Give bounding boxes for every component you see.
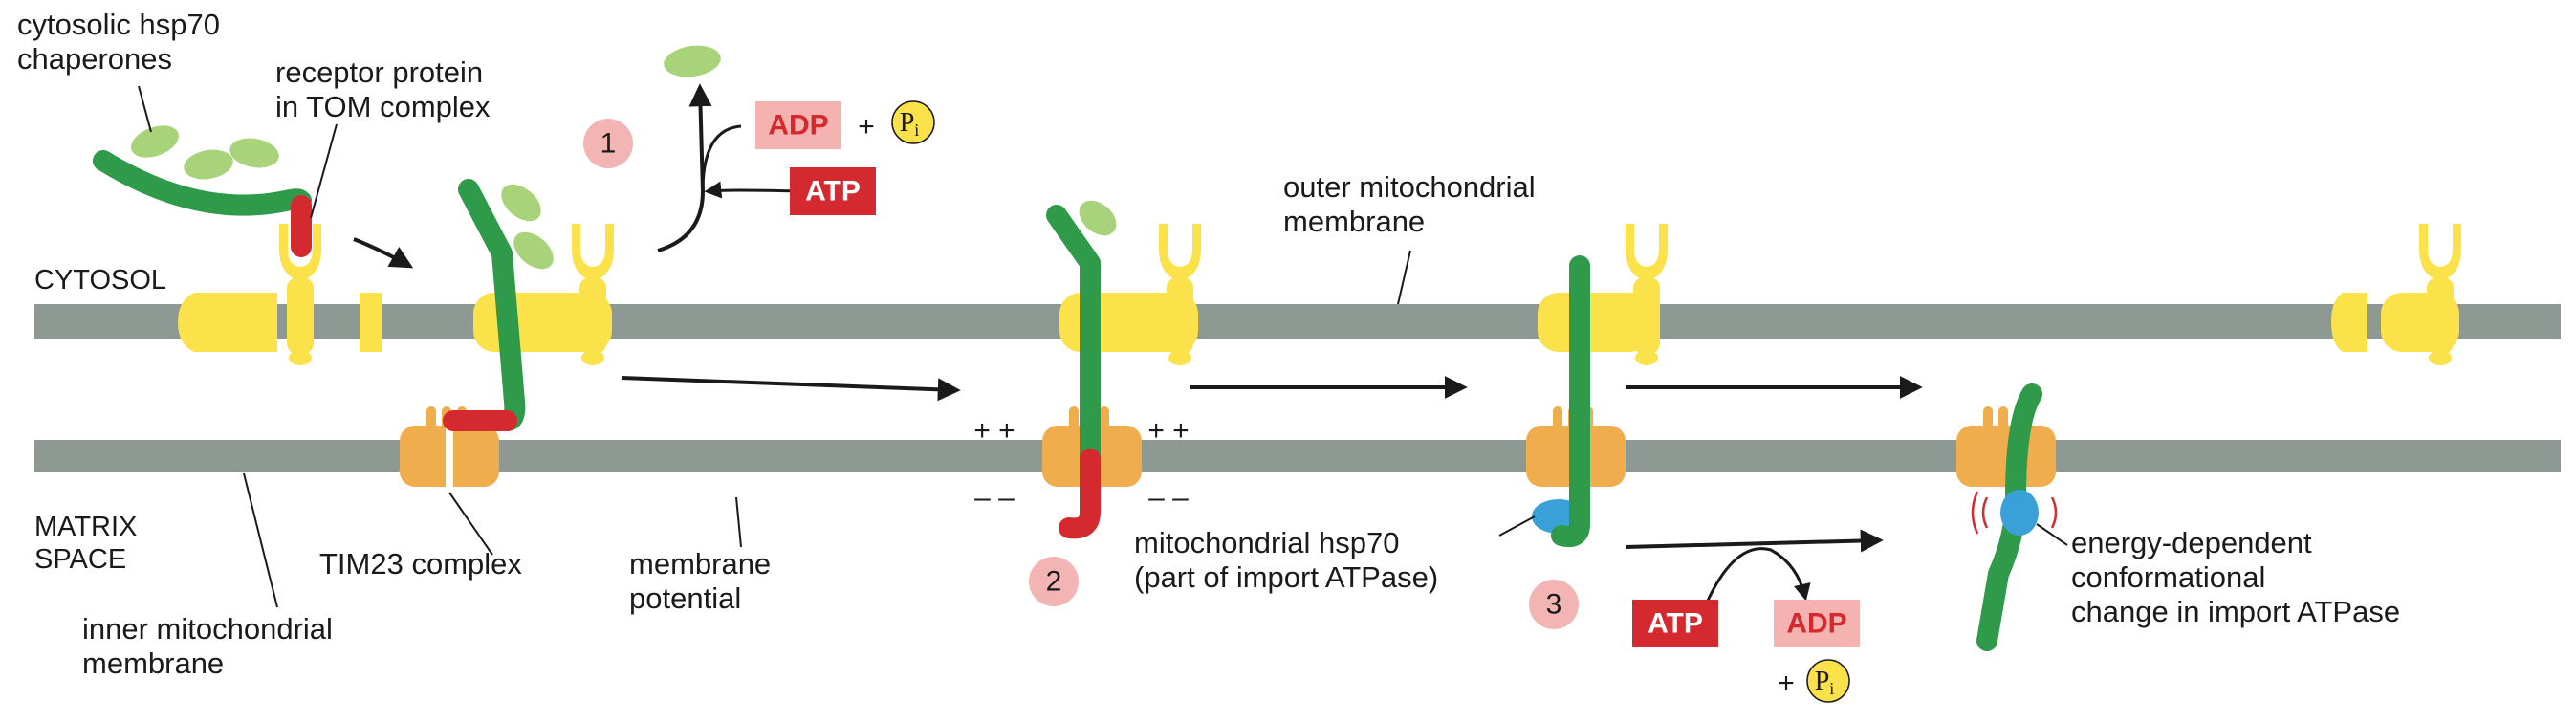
pointer-energy — [2036, 523, 2068, 546]
plus-sign: + — [1778, 668, 1795, 699]
chaperone — [501, 184, 541, 222]
arrow-bind — [353, 237, 414, 269]
mitochondrial-hsp70-changed — [2000, 490, 2039, 536]
label-membrane-potential: membrane potential — [629, 547, 779, 615]
label-inner-membrane: inner mitochondrial membrane — [82, 612, 341, 680]
adp-box — [1774, 600, 1860, 647]
precursor-chain — [1551, 255, 1590, 548]
step-2-marker: 2 — [1029, 557, 1079, 606]
pointer-tim23 — [448, 492, 493, 556]
chaperone — [229, 138, 279, 168]
label-matrix-space: MATRIX SPACE — [34, 512, 144, 575]
signal-sequence — [1059, 449, 1101, 539]
atp-label: ATP — [805, 176, 861, 208]
pi-circle — [1806, 659, 1850, 703]
arrow-release — [657, 83, 712, 252]
charges-positive-left: + + — [973, 415, 1015, 447]
tim23-gap — [446, 416, 453, 493]
label-tim23-complex: TIM23 complex — [319, 547, 522, 581]
tom-barrel-left — [178, 293, 277, 352]
pi-letter: Pi — [900, 108, 920, 141]
pointer-mito-hsp70 — [1498, 515, 1536, 537]
chaperone-release-reaction: ADP + Pi ATP — [657, 45, 935, 252]
step-3-label: 3 — [1546, 589, 1562, 621]
pi-circle — [891, 100, 935, 144]
atp-hydrolysis-reaction: ATP ADP + Pi — [1625, 529, 1884, 703]
step-2-label: 2 — [1046, 566, 1062, 598]
stage-0 — [93, 85, 414, 365]
stage-2: + + + + – – – – — [973, 200, 1411, 539]
chaperone — [513, 231, 554, 270]
outer-mitochondrial-membrane — [34, 304, 2561, 339]
charges-negative-left: – – — [974, 482, 1015, 514]
tom-barrel — [1538, 293, 1650, 352]
adp-label: ADP — [768, 110, 828, 142]
stage-4 — [1956, 224, 2461, 651]
arrow-from-atp — [704, 181, 802, 199]
label-receptor-protein: receptor protein in TOM complex — [275, 55, 491, 123]
pointer-outer-membrane — [1397, 250, 1411, 305]
vibration-marks — [1971, 491, 2058, 535]
precursor-chain — [1046, 205, 1101, 470]
arrow-import — [1625, 529, 1884, 553]
pi-letter: Pi — [1815, 667, 1835, 699]
pointer-receptor — [310, 123, 338, 219]
adp-box — [755, 101, 841, 149]
stage-1 — [400, 179, 614, 556]
charges-positive-right: + + — [1147, 415, 1189, 447]
charges-negative-right: – – — [1148, 482, 1189, 514]
atp-label: ATP — [1648, 608, 1703, 640]
stage-3 — [1498, 224, 1668, 548]
precursor-chain — [93, 150, 312, 216]
adp-label: ADP — [1786, 608, 1846, 640]
label-energy-dependent: energy-dependent conformational change i… — [2071, 526, 2400, 628]
atp-box — [790, 167, 876, 215]
tom-barrel-right — [360, 293, 382, 352]
atp-box — [1632, 600, 1718, 647]
chaperone — [1079, 200, 1117, 236]
label-cytosolic-hsp70: cytosolic hsp70 chaperones — [17, 8, 229, 76]
label-outer-membrane: outer mitochondrial membrane — [1283, 170, 1543, 238]
step-1-label: 1 — [600, 128, 617, 160]
step-1-marker: 1 — [583, 119, 633, 168]
chaperone — [131, 125, 179, 158]
pointer-inner-membrane — [243, 472, 278, 608]
arrow-to-adp — [701, 124, 742, 192]
arrow-hydrolysis — [1705, 547, 1811, 603]
plus-sign: + — [858, 111, 875, 142]
step-3-marker: 3 — [1529, 580, 1579, 629]
pointer-chaperones — [138, 85, 152, 133]
chaperone — [184, 149, 233, 180]
arrow-stage-1-2 — [621, 376, 961, 402]
released-chaperone — [664, 45, 721, 77]
label-cytosol: CYTOSOL — [34, 265, 166, 296]
label-mitochondrial-hsp70: mitochondrial hsp70 (part of import ATPa… — [1134, 526, 1438, 594]
pointer-membrane-potential — [735, 496, 742, 548]
tom-barrel-left — [2331, 293, 2367, 352]
